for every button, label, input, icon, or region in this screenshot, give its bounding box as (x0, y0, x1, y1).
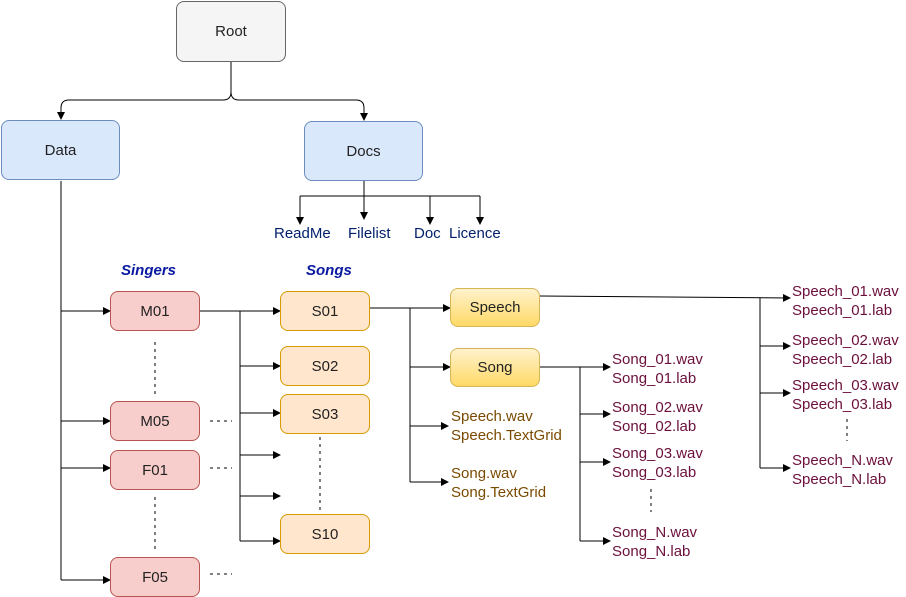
docs-node: Docs (304, 121, 423, 181)
type-node-speech: Speech (450, 288, 540, 327)
songs-header: Songs (306, 262, 352, 279)
singers-header: Singers (121, 262, 177, 279)
song-file-wav: Song_01.wav (612, 351, 703, 368)
speech-textgrid-file: Speech.TextGrid (451, 427, 562, 444)
song-node-s01: S01 (280, 291, 370, 331)
song-node-s03: S03 (280, 394, 370, 434)
song-node-s10: S10 (280, 514, 370, 554)
doc-doc-label: Doc (414, 225, 441, 242)
speech-file-lab: Speech_N.lab (792, 471, 887, 488)
song-file-wav: Song_N.wav (612, 524, 698, 541)
speech-file-lab: Speech_01.lab (792, 302, 893, 319)
song-textgrid-file: Song.TextGrid (451, 484, 547, 501)
song-node-s02: S02 (280, 346, 370, 386)
speech-file-lab: Speech_02.lab (792, 351, 893, 368)
speech-file-wav: Speech_03.wav (792, 377, 899, 394)
type-node-song: Song (450, 348, 540, 387)
song-file-wav: Song_02.wav (612, 399, 703, 416)
speech-file-wav: Speech_02.wav (792, 332, 899, 349)
doc-readme-label: ReadMe (274, 225, 331, 242)
song-file-wav: Song_03.wav (612, 445, 703, 462)
song-file-lab: Song_01.lab (612, 370, 697, 387)
song-file-lab: Song_03.lab (612, 464, 697, 481)
data-node: Data (1, 120, 120, 180)
speech-wav-file: Speech.wav (451, 408, 533, 425)
song-file-lab: Song_N.lab (612, 543, 691, 560)
speech-file-lab: Speech_03.lab (792, 396, 893, 413)
singer-node-m05: M05 (110, 401, 200, 441)
singer-node-f05: F05 (110, 557, 200, 597)
root-node: Root (176, 1, 286, 62)
singer-node-m01: M01 (110, 291, 200, 331)
song-file-lab: Song_02.lab (612, 418, 697, 435)
doc-filelist-label: Filelist (348, 225, 391, 242)
doc-licence-label: Licence (449, 225, 501, 242)
speech-file-wav: Speech_01.wav (792, 283, 899, 300)
singer-node-f01: F01 (110, 450, 200, 490)
song-wav-file: Song.wav (451, 465, 517, 482)
speech-file-wav: Speech_N.wav (792, 452, 893, 469)
